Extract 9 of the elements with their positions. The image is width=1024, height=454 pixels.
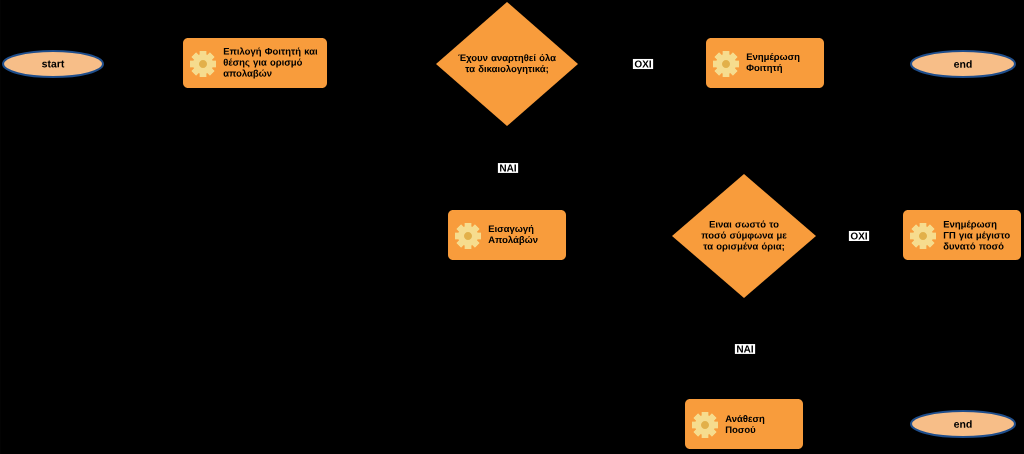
process-box: Επιλογή Φοιτητή και θέσης για ορισμό απολαβών — [183, 38, 327, 88]
process-box: Ενημέρωση Φοιτητή — [706, 38, 824, 88]
answer-label: ΝΑΙ — [497, 163, 519, 173]
terminal-oval: start — [2, 50, 104, 78]
answer-label: ΝΑΙ — [734, 344, 756, 354]
answer-label: ΟΧΙ — [848, 230, 870, 242]
terminal-oval: end — [910, 50, 1016, 78]
terminal-oval: end — [910, 410, 1016, 438]
answer-label: ΟΧΙ — [632, 58, 654, 70]
